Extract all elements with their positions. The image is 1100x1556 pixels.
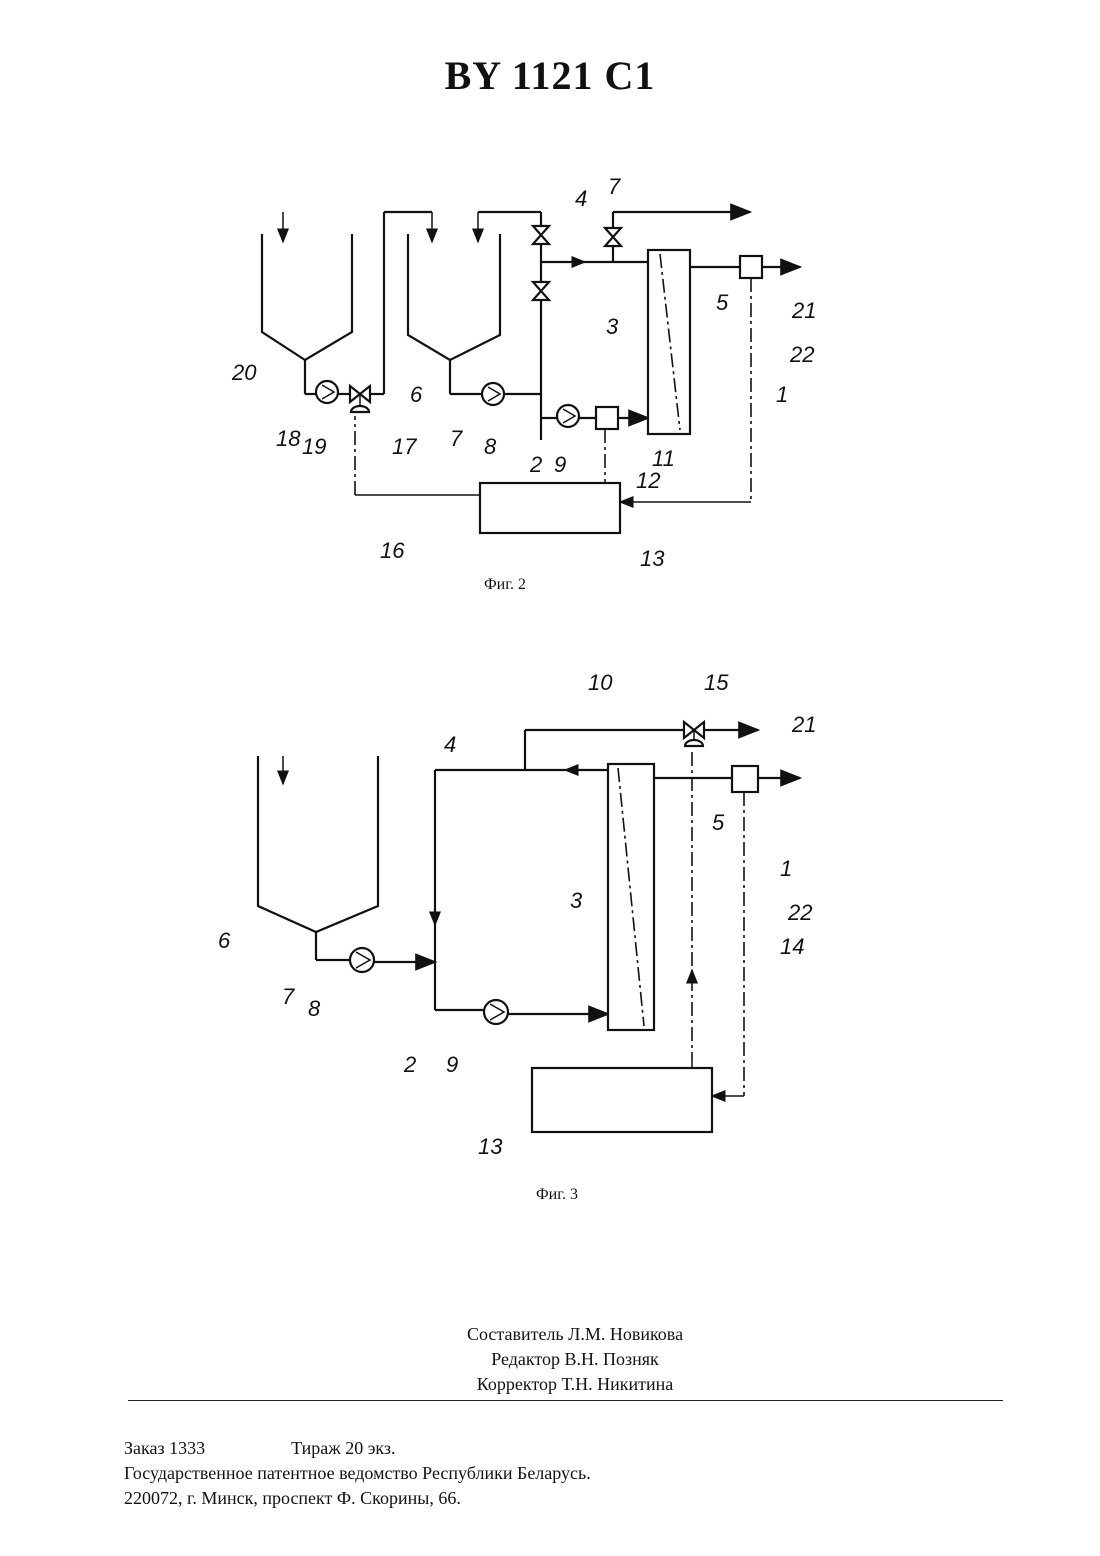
valve-7-icon — [605, 228, 621, 246]
label-21-fig3: 21 — [791, 712, 816, 737]
label-7: 7 — [450, 426, 463, 451]
label-15-fig3: 15 — [704, 670, 729, 695]
column-1 — [648, 250, 690, 434]
label-21: 21 — [791, 298, 816, 323]
credit-editor: Редактор В.Н. Позняк — [0, 1347, 1100, 1372]
label-3: 3 — [606, 314, 619, 339]
label-7-top: 7 — [608, 174, 621, 199]
label-2: 2 — [529, 452, 542, 477]
control-valve-15-icon — [684, 722, 704, 746]
order-number: Заказ 1333 — [124, 1438, 205, 1458]
label-17: 17 — [392, 434, 417, 459]
figure-2-caption: Фиг. 2 — [484, 576, 526, 594]
controller-13 — [480, 483, 620, 533]
label-12: 12 — [636, 468, 660, 493]
divider-line — [128, 1400, 1003, 1401]
sensor-21 — [740, 256, 762, 278]
label-4-fig3: 4 — [444, 732, 456, 757]
credit-compiler: Составитель Л.М. Новикова — [0, 1322, 1100, 1347]
label-5: 5 — [716, 290, 729, 315]
tank-20 — [262, 234, 352, 360]
circulation: Тираж 20 экз. — [291, 1438, 395, 1458]
label-14-fig3: 14 — [780, 934, 804, 959]
pump-8-fig3-icon — [350, 948, 374, 972]
label-2-fig3: 2 — [403, 1052, 416, 1077]
office-address: 220072, г. Минск, проспект Ф. Скорины, 6… — [124, 1486, 591, 1511]
label-22-fig3: 22 — [787, 900, 812, 925]
label-1-fig3: 1 — [780, 856, 792, 881]
label-19: 19 — [302, 434, 326, 459]
credits-block: Составитель Л.М. Новикова Редактор В.Н. … — [0, 1322, 1100, 1397]
label-9-fig3: 9 — [446, 1052, 458, 1077]
figure-3-diagram: 6 7 8 4 2 9 13 10 15 21 5 3 1 22 14 — [0, 660, 1100, 1180]
sensor-11 — [596, 407, 618, 429]
label-9: 9 — [554, 452, 566, 477]
pump-9-fig3-icon — [484, 1000, 508, 1024]
label-20: 20 — [231, 360, 257, 385]
label-5-fig3: 5 — [712, 810, 725, 835]
controller-13-fig3 — [532, 1068, 712, 1132]
label-13-fig3: 13 — [478, 1134, 503, 1159]
label-3-fig3: 3 — [570, 888, 583, 913]
tank-6 — [408, 234, 500, 360]
label-8: 8 — [484, 434, 497, 459]
label-18: 18 — [276, 426, 301, 451]
label-7-fig3: 7 — [282, 984, 295, 1009]
tank-6-fig3 — [258, 756, 378, 932]
pump-9-icon — [557, 405, 579, 427]
sensor-21-fig3 — [732, 766, 758, 792]
valve-top-icon — [533, 226, 549, 244]
label-13: 13 — [640, 546, 665, 571]
label-4: 4 — [575, 186, 587, 211]
label-8-fig3: 8 — [308, 996, 321, 1021]
figure-3-caption: Фиг. 3 — [536, 1186, 578, 1204]
patent-number-title: BY 1121 C1 — [0, 52, 1100, 99]
label-22: 22 — [789, 342, 814, 367]
pump-19-icon — [316, 381, 338, 403]
valve-mid-icon — [533, 282, 549, 300]
pump-8-icon — [482, 383, 504, 405]
patent-office: Государственное патентное ведомство Респ… — [124, 1461, 591, 1486]
label-6-fig3: 6 — [218, 928, 231, 953]
control-valve-17-icon — [350, 386, 370, 412]
label-6: 6 — [410, 382, 423, 407]
credit-proofreader: Корректор Т.Н. Никитина — [0, 1372, 1100, 1397]
label-10-fig3: 10 — [588, 670, 613, 695]
footer-block: Заказ 1333 Тираж 20 экз. Государственное … — [124, 1436, 591, 1511]
label-16: 16 — [380, 538, 405, 563]
label-1: 1 — [776, 382, 788, 407]
